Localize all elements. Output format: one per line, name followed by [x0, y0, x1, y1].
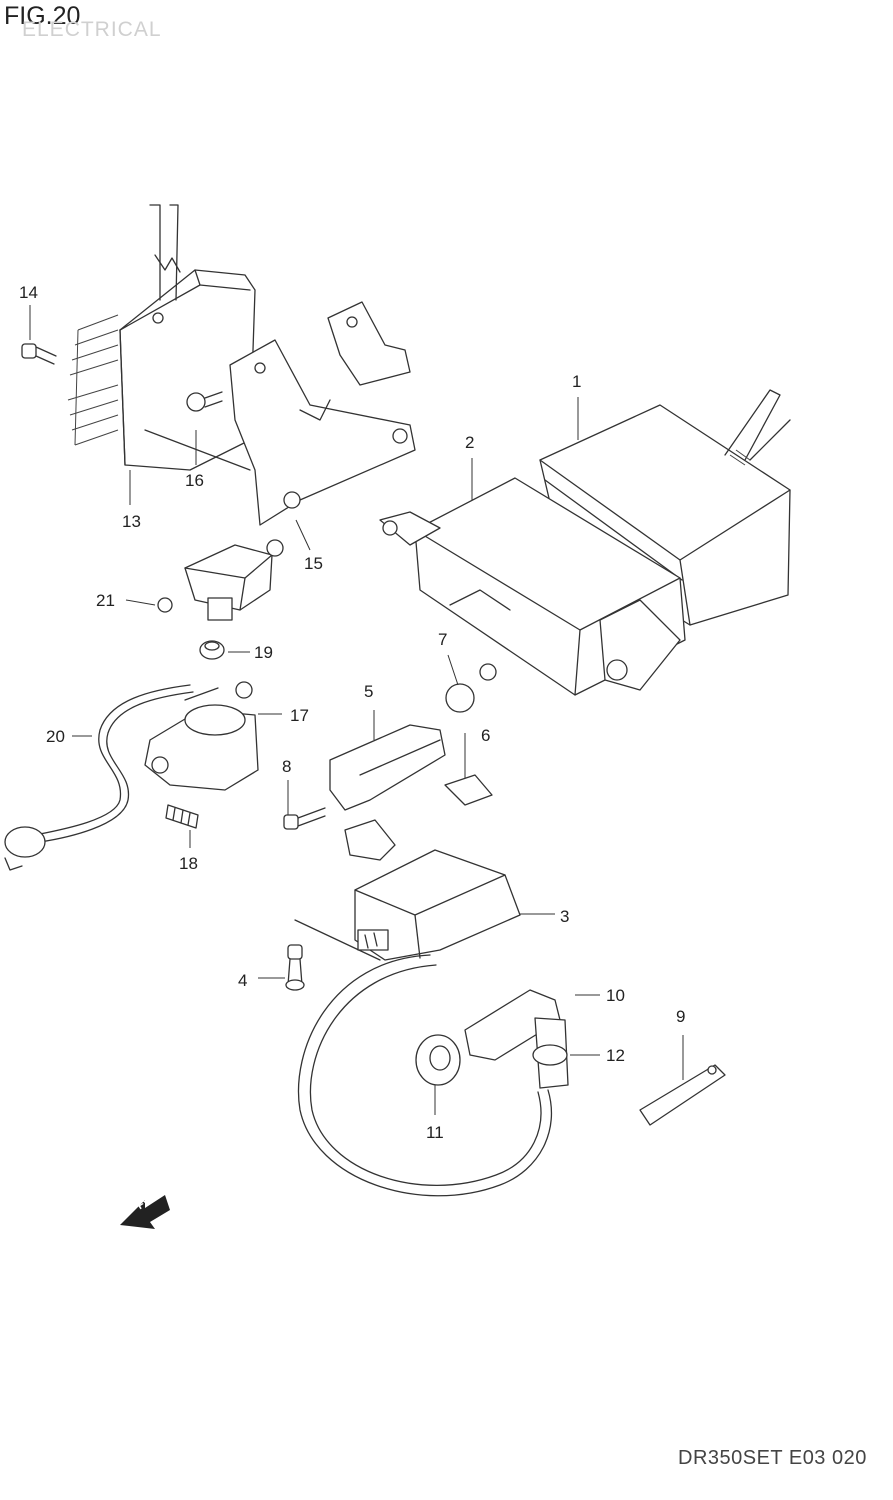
callout-19: 19: [254, 643, 273, 662]
wire-clip: [327, 301, 411, 386]
callout-16: 16: [185, 471, 204, 490]
callout-14: 14: [19, 283, 38, 302]
clip-9: [639, 1064, 726, 1126]
leader-lines: [29, 305, 684, 1115]
neutral-switch: [144, 681, 259, 791]
callout-12: 12: [606, 1046, 625, 1065]
callout-10: 10: [606, 986, 625, 1005]
ignition-coil: [294, 849, 521, 961]
callout-17: 17: [290, 706, 309, 725]
callout-6: 6: [481, 726, 491, 745]
bolt-8: [283, 807, 326, 830]
callout-21: 21: [96, 591, 115, 610]
callout-15: 15: [304, 554, 323, 573]
callout-18: 18: [179, 854, 198, 873]
ignition-unit: [379, 477, 686, 696]
bolt-16: [186, 391, 223, 412]
clamp-5: [329, 724, 446, 861]
drawing-code: DR350SET E03 020: [678, 1447, 867, 1469]
lead-wire-20: [4, 684, 194, 871]
callout-7: 7: [438, 630, 448, 649]
nut-7: [445, 663, 497, 713]
callout-13: 13: [122, 512, 141, 531]
callout-20: 20: [46, 727, 65, 746]
regulator-rectifier: [67, 204, 256, 471]
spark-plug-cap: [464, 989, 569, 1089]
seal-11: [415, 1034, 461, 1086]
figure-title: FIG.20: [4, 2, 81, 30]
figure-subtitle: ELECTRICAL: [22, 18, 162, 41]
mounting-bracket: [229, 339, 416, 526]
screw-18: [165, 804, 199, 829]
callout-8: 8: [282, 757, 292, 776]
callout-2: 2: [465, 433, 475, 452]
washer-6: [444, 774, 493, 806]
callout-4: 4: [238, 971, 248, 990]
high-tension-cord: [297, 954, 553, 1197]
bolt-4: [285, 944, 305, 991]
callout-9: 9: [676, 1007, 686, 1026]
coupler-21: [157, 539, 284, 621]
callout-1: 1: [572, 372, 582, 391]
callout-3: 3: [560, 907, 570, 926]
nut-19: [199, 640, 225, 660]
callout-5: 5: [364, 682, 374, 701]
callout-11: 11: [426, 1123, 444, 1142]
forward-arrow-icon: [120, 1195, 170, 1229]
bolt-14: [21, 343, 57, 365]
